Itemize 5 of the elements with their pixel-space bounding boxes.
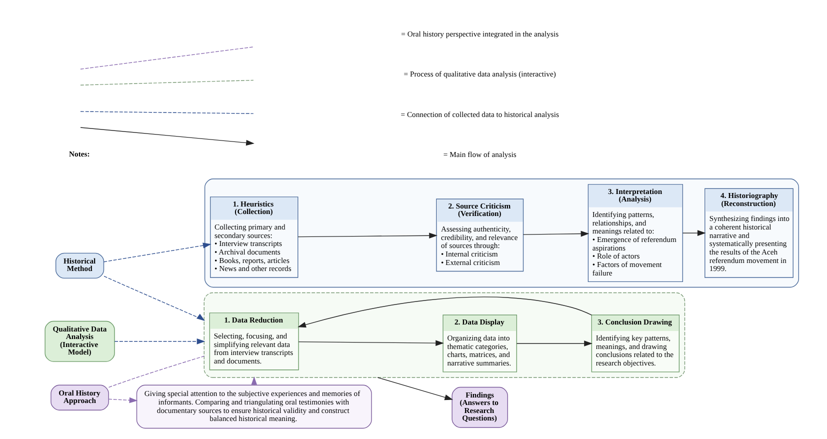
legend-label: = Main flow of analysis — [442, 150, 516, 160]
legend-label: = Process of qualitative data analysis (interactive) — [403, 70, 556, 79]
legend-label: = Connection of collected data to historical analysis — [400, 110, 558, 119]
legend-label: = Oral history perspective integrated in the analysis — [400, 29, 558, 38]
label: Notes: — [68, 150, 90, 159]
